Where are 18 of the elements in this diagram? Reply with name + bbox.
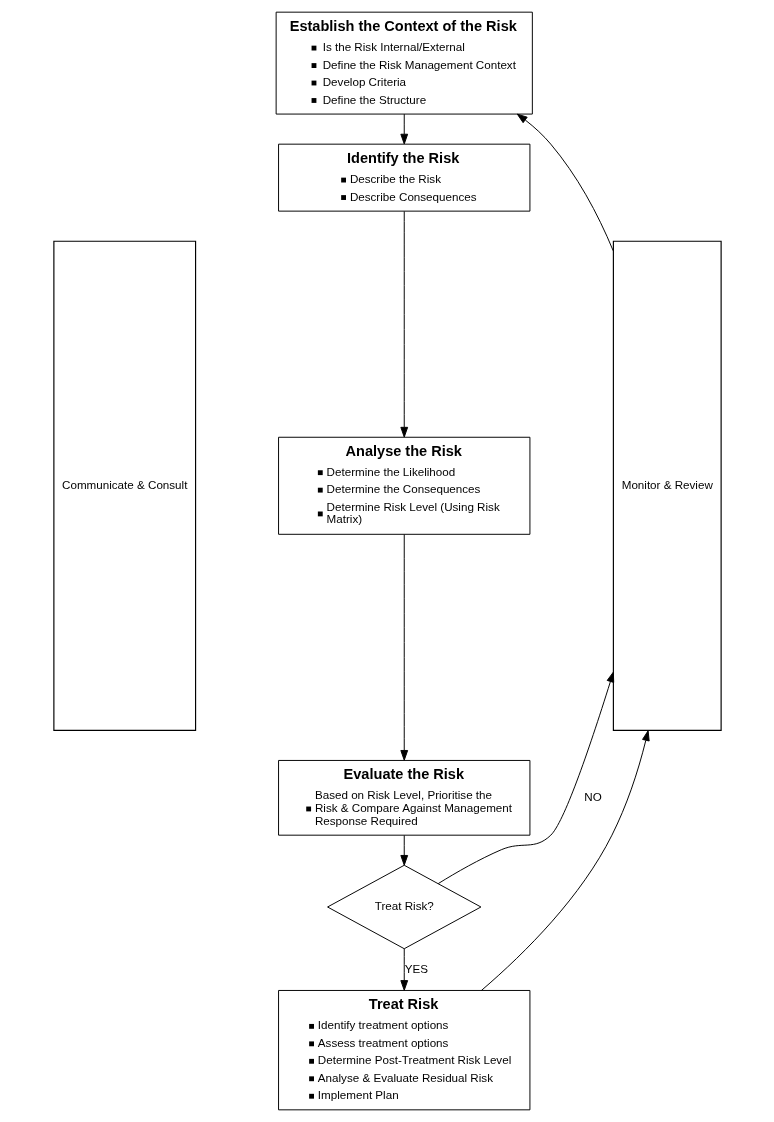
node-box: Establish the Context of the Risk Is the Risk Internal/External Define the Risk Management Context Develop Criteria Define the Structure bbox=[275, 11, 533, 115]
arrow bbox=[399, 948, 408, 991]
edge-label: NO bbox=[583, 789, 602, 803]
arrow bbox=[437, 671, 614, 885]
edge-label: YES bbox=[404, 961, 428, 975]
arrow bbox=[399, 834, 408, 866]
arrow bbox=[399, 210, 408, 438]
node-box: Evaluate the Risk Based on Risk Level, Prioritise the Risk & Compare Against Management Response Required bbox=[277, 759, 530, 836]
node-box: Monitor & Review bbox=[612, 240, 722, 731]
node-box: Treat Risk Identify treatment options Assess treatment options Determine Post-Treatment Risk Level Analyse & Evaluate Residual Risk Implement Plan bbox=[277, 989, 530, 1111]
node-box: Analyse the Risk Determine the Likelihood Determine the Consequences Determine Risk Level (Using Risk Matrix) bbox=[277, 436, 530, 535]
node-box: Identify the Risk Describe the Risk Describe Consequences bbox=[277, 143, 530, 212]
arrow bbox=[399, 113, 408, 145]
arrow bbox=[516, 113, 614, 252]
node-box: Communicate & Consult bbox=[52, 240, 196, 731]
arrow bbox=[399, 534, 408, 761]
node-diamond: Treat Risk? bbox=[326, 864, 481, 950]
arrow bbox=[480, 730, 650, 991]
